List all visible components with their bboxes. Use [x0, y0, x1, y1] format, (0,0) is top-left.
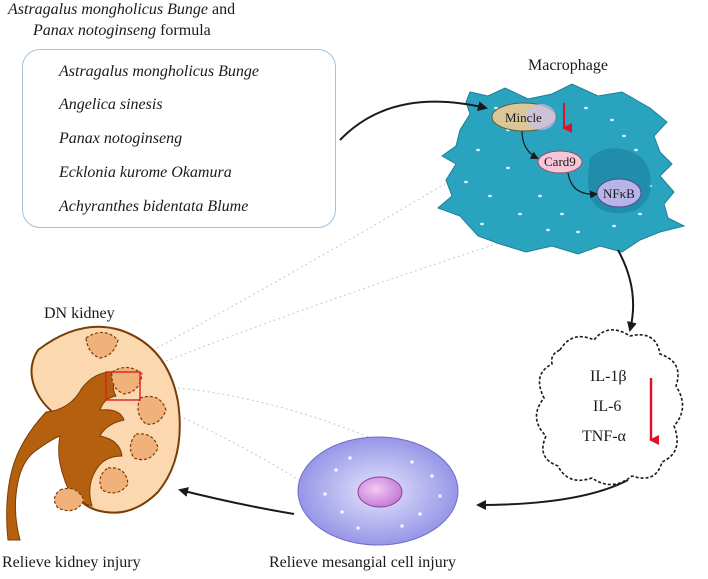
herb-item: Achyranthes bidentata Blume: [59, 198, 249, 215]
dn-kidney-title: DN kidney: [44, 305, 115, 322]
kidney: [6, 325, 181, 541]
card9-node: [537, 150, 583, 174]
mincle-label: Mincle: [505, 110, 542, 125]
arrow-card9-to-nfkb: [567, 172, 598, 199]
arrow-cytokines-to-mesangial: [476, 479, 629, 510]
kidney-caption: Relieve kidney injury: [2, 554, 141, 571]
mesangial-cell: [297, 436, 459, 546]
formula-title-species-2: Panax notoginseng: [33, 22, 157, 39]
kidney-highlight-box: [105, 371, 141, 401]
cytokine-cloud: [535, 329, 684, 486]
arrow-mesangial-to-kidney: [178, 487, 295, 515]
formula-title-line2: Panax notoginseng formula: [33, 22, 211, 40]
cytokine-label: IL-6: [593, 398, 622, 415]
cytokine-label: IL-1β: [590, 368, 627, 385]
formula-title-line1: Astragalus mongholicus Bunge and: [8, 1, 235, 19]
formula-title-species-1: Astragalus mongholicus Bunge: [8, 1, 208, 18]
arrow-macrophage-to-cytokines: [617, 249, 637, 332]
herb-item: Angelica sinesis: [59, 96, 163, 113]
herb-item: Ecklonia kurome Okamura: [59, 164, 232, 181]
arrow-mincle-to-card9: [521, 130, 539, 159]
card9-label: Card9: [544, 154, 576, 169]
herb-item: Panax notoginseng: [59, 130, 183, 147]
cytokine-label: TNF-α: [582, 428, 626, 445]
formula-title-formula: formula: [156, 22, 211, 39]
mincle-node: [491, 102, 557, 132]
macrophage-title: Macrophage: [528, 57, 608, 74]
herb-item: Astragalus mongholicus Bunge: [59, 63, 259, 80]
herb-list-box: Astragalus mongholicus Bunge Angelica si…: [22, 49, 336, 228]
mesangial-nucleus: [357, 476, 403, 508]
arrow-formula-to-macrophage: [339, 100, 488, 141]
nfkb-label: NFκB: [603, 186, 635, 201]
formula-title-and: and: [208, 1, 236, 18]
mesangial-caption: Relieve mesangial cell injury: [269, 554, 457, 571]
